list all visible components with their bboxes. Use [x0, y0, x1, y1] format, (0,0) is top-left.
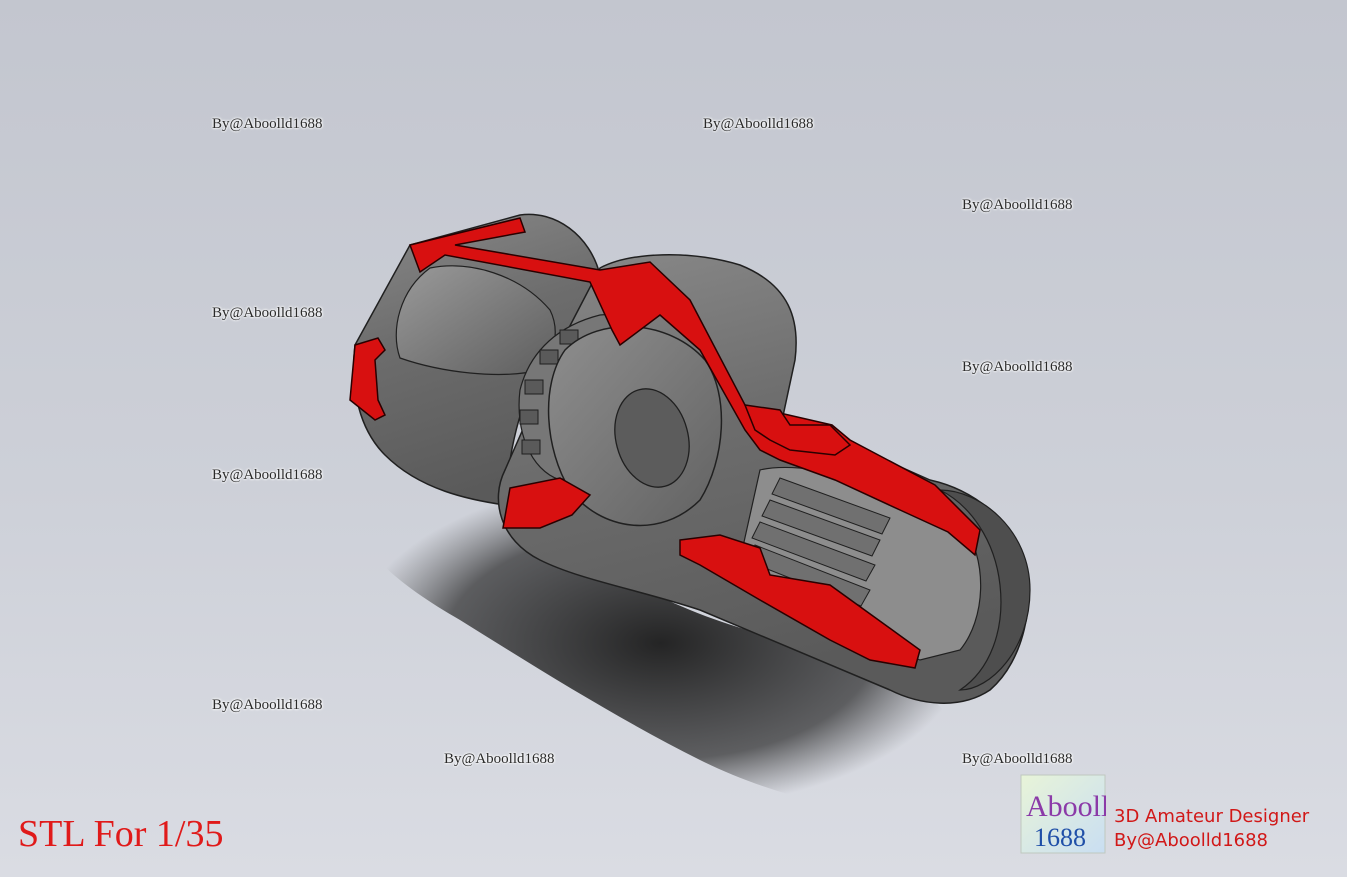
logo-text-top: Aboolld	[1026, 790, 1106, 823]
watermark: By@Aboolld1688	[962, 197, 1073, 213]
section-cut	[349, 217, 981, 669]
credit-line-1: 3D Amateur Designer	[1114, 806, 1310, 827]
watermark: By@Aboolld1688	[212, 697, 323, 713]
watermark: By@Aboolld1688	[212, 305, 323, 321]
watermark: By@Aboolld1688	[212, 116, 323, 132]
watermark: By@Aboolld1688	[703, 116, 814, 132]
credit-line-2: By@Aboolld1688	[1114, 830, 1269, 851]
logo-text-bottom: 1688	[1034, 823, 1086, 852]
cast-shadow	[352, 477, 969, 809]
watermark: By@Aboolld1688	[962, 359, 1073, 375]
watermark: By@Aboolld1688	[212, 467, 323, 483]
designer-credit: 3D Amateur Designer By@Aboolld1688	[1114, 805, 1309, 853]
watermark: By@Aboolld1688	[444, 751, 555, 767]
aboolld-logo: Aboolld 1688	[1020, 774, 1106, 854]
stl-scale-title: STL For 1/35	[18, 813, 224, 855]
watermark: By@Aboolld1688	[962, 751, 1073, 767]
left-tube	[353, 213, 621, 506]
hub-disk	[547, 325, 723, 527]
